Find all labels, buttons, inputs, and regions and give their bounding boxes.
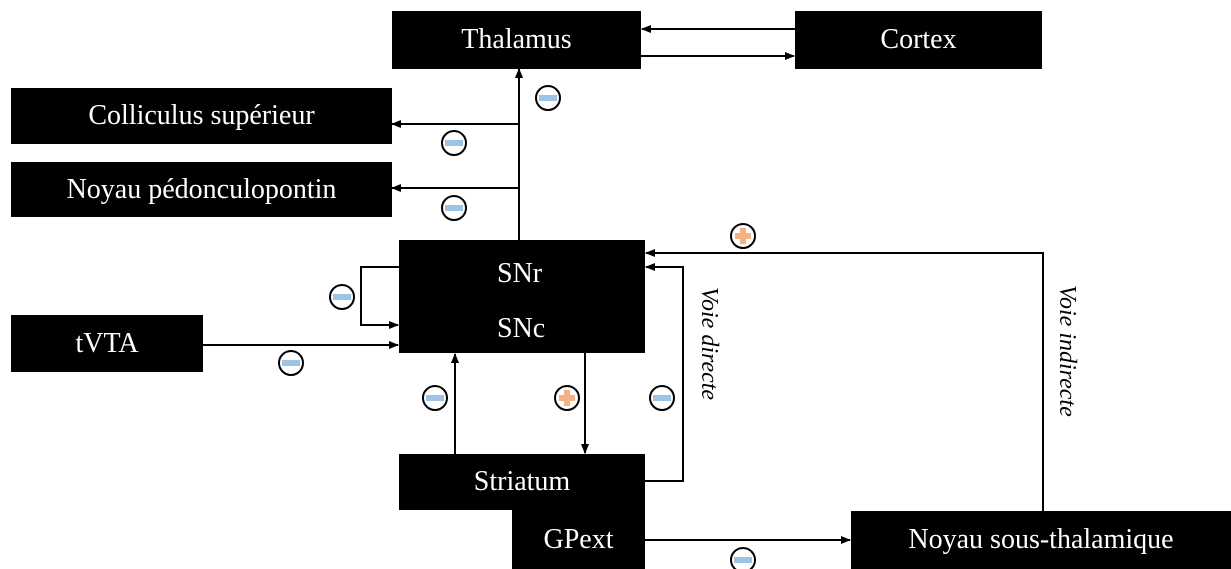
voie-directe-label: Voie directe bbox=[696, 287, 722, 401]
pedunculopontin-node: Noyau pédonculopontin bbox=[11, 162, 392, 217]
snr-label: SNr bbox=[497, 258, 543, 289]
sign-tvta-snc-minus-icon bbox=[278, 350, 304, 376]
striatum-node: Striatum bbox=[399, 454, 645, 510]
sous-thalamique-node: Noyau sous-thalamique bbox=[851, 511, 1231, 569]
tvta-node: tVTA bbox=[11, 315, 203, 372]
sign-striatum-snc-minus-icon bbox=[422, 385, 448, 411]
cortex-node: Cortex bbox=[795, 11, 1042, 69]
sign-snr-pedunculopontin-minus-icon bbox=[441, 195, 467, 221]
arrow-snr-to-snc-loop bbox=[360, 266, 399, 329]
sign-striatum-snr-minus-icon bbox=[649, 385, 675, 411]
arrow-striatum-to-snr-direct bbox=[645, 263, 684, 482]
thalamus-node: Thalamus bbox=[392, 11, 641, 69]
sign-snr-thalamus-minus-icon bbox=[535, 85, 561, 111]
sign-snc-striatum-plus-icon bbox=[554, 385, 580, 411]
sign-snr-snc-minus-icon bbox=[329, 284, 355, 310]
snr-snc-node bbox=[399, 240, 645, 353]
gpext-node: GPext bbox=[512, 510, 645, 569]
colliculus-node: Colliculus supérieur bbox=[11, 88, 392, 144]
sign-stn-snr-plus-icon bbox=[730, 223, 756, 249]
snc-label: SNc bbox=[497, 313, 546, 344]
arrow-stn-to-snr-indirect bbox=[645, 249, 1044, 511]
sign-snr-colliculus-minus-icon bbox=[441, 130, 467, 156]
sign-gpext-stn-minus-icon bbox=[730, 547, 756, 569]
voie-indirecte-label: Voie indirecte bbox=[1054, 285, 1080, 417]
